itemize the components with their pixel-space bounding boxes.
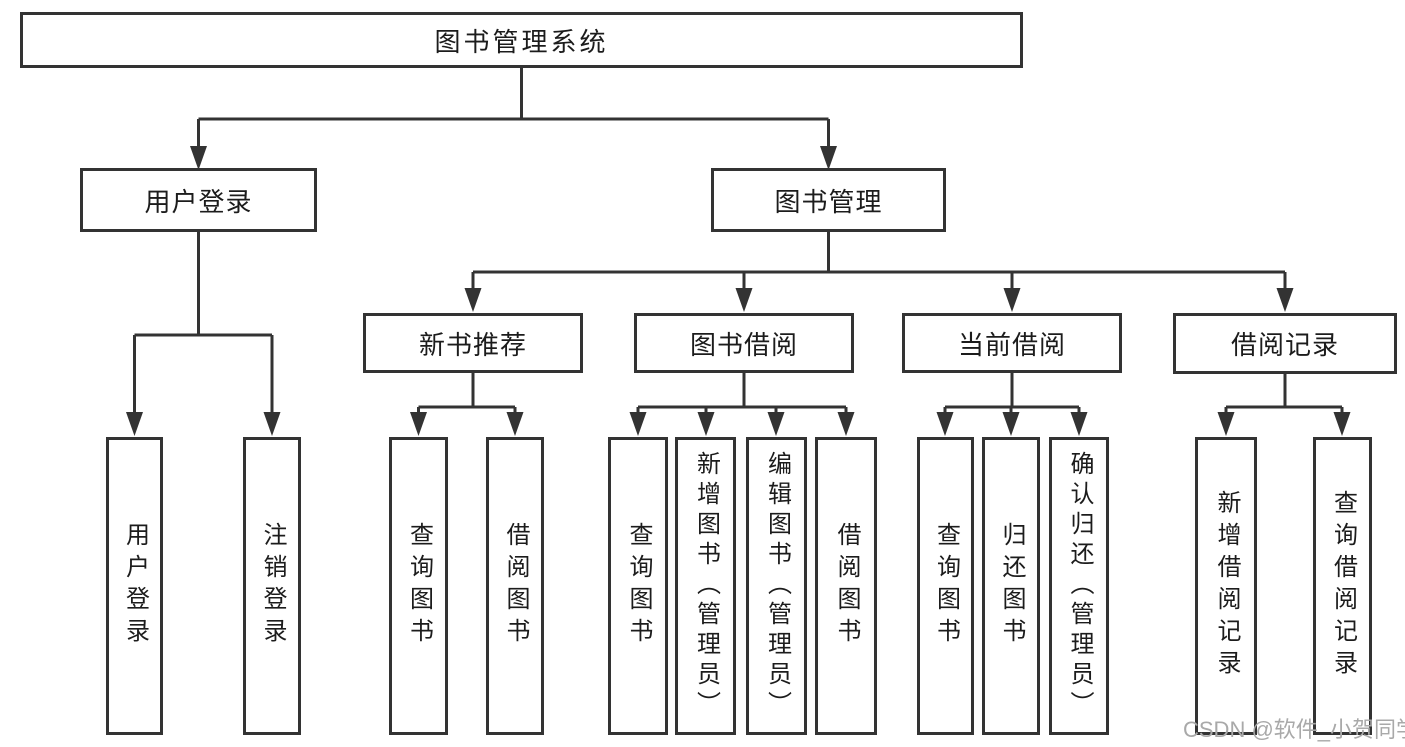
arrowhead: [629, 412, 647, 436]
leaf-query-books: 查询图书: [608, 437, 668, 735]
connector-bookmgmt-to-level3: [471, 232, 1287, 292]
leaf-label: 确认归还（管理员）: [1066, 451, 1093, 721]
node-book-borrowing: 图书借阅: [634, 313, 854, 373]
arrowhead: [190, 146, 207, 170]
node-current-borrowing: 当前借阅: [902, 313, 1122, 373]
leaf-label: 借阅图书: [502, 522, 529, 650]
connector-bookborrow-to-leaves: [636, 373, 848, 414]
leaf-label: 新增图书（管理员）: [692, 451, 720, 721]
node-label: 图书借阅: [689, 329, 798, 360]
leaf-borrow-books: 借阅图书: [486, 437, 544, 735]
arrowhead: [1002, 412, 1020, 436]
arrowhead: [767, 412, 785, 436]
leaf-label: 查询借阅记录: [1329, 490, 1357, 682]
leaf-label: 新增借阅记录: [1213, 490, 1240, 682]
arrowhead: [735, 288, 753, 312]
arrowhead: [506, 412, 524, 436]
leaf-query-books: 查询图书: [389, 437, 448, 735]
leaf-label: 注销登录: [259, 522, 286, 650]
connector-newrec-to-leaves: [417, 373, 517, 414]
leaf-label: 用户登录: [121, 522, 149, 650]
node-label: 借阅记录: [1230, 330, 1339, 360]
node-book-management: 图书管理: [711, 168, 946, 232]
leaf-borrow-books: 借阅图书: [815, 437, 877, 735]
leaf-label: 编辑图书（管理员）: [763, 451, 791, 721]
node-new-book-recommendation: 新书推荐: [363, 313, 583, 373]
arrowhead: [263, 412, 281, 436]
arrowhead: [837, 412, 855, 436]
leaf-label: 借阅图书: [833, 522, 860, 650]
leaf-add-books-admin: 新增图书（管理员）: [675, 437, 736, 735]
node-library-management-system: 图书管理系统: [20, 12, 1023, 68]
node-label: 当前借阅: [957, 329, 1066, 360]
arrowhead: [820, 146, 837, 170]
leaf-label: 查询图书: [932, 522, 960, 650]
node-label: 图书管理系统: [434, 26, 609, 57]
leaf-label: 查询图书: [625, 522, 652, 650]
leaf-return-books: 归还图书: [982, 437, 1040, 735]
leaf-label: 查询图书: [405, 522, 433, 650]
node-user-login: 用户登录: [80, 168, 317, 232]
connector-records-to-leaves: [1224, 374, 1344, 414]
arrowhead: [1333, 412, 1351, 436]
node-label: 图书管理: [774, 186, 883, 217]
arrowhead: [126, 412, 143, 436]
arrowhead: [1276, 288, 1294, 312]
arrowhead: [1003, 288, 1021, 312]
arrowhead: [936, 412, 954, 436]
leaf-logout: 注销登录: [243, 437, 301, 735]
arrowhead: [1070, 412, 1088, 436]
node-label: 新书推荐: [418, 329, 527, 360]
arrowhead: [1217, 412, 1235, 436]
connector-current-to-leaves: [943, 373, 1081, 414]
leaf-label: 归还图书: [998, 522, 1025, 650]
leaf-edit-books-admin: 编辑图书（管理员）: [746, 437, 807, 735]
leaf-query-books: 查询图书: [917, 437, 974, 735]
connector-userlogin-to-leaves: [133, 231, 274, 414]
leaf-query-borrow-record: 查询借阅记录: [1313, 437, 1372, 735]
arrowhead: [410, 412, 427, 436]
leaf-add-borrow-record: 新增借阅记录: [1195, 437, 1257, 735]
arrowhead: [697, 412, 715, 436]
leaf-user-login: 用户登录: [106, 437, 163, 735]
arrowhead: [464, 288, 482, 312]
csdn-watermark: CSDN @软件_小贺同学: [1183, 717, 1405, 742]
node-borrowing-records: 借阅记录: [1173, 313, 1397, 374]
connector-root-to-level2: [197, 67, 830, 150]
node-label: 用户登录: [144, 186, 253, 217]
leaf-confirm-return-admin: 确认归还（管理员）: [1049, 437, 1109, 735]
